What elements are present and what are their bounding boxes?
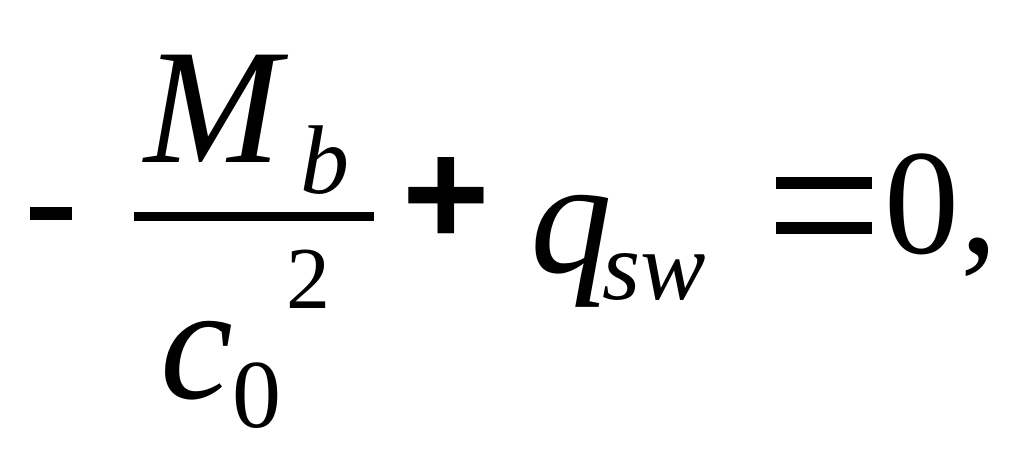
- fraction-bar: [134, 212, 374, 221]
- equals-sign-top-bar: [776, 177, 872, 189]
- q-symbol: q: [530, 127, 612, 308]
- equals-sign-bottom-bar: [776, 222, 872, 234]
- plus-sign: +: [402, 109, 490, 277]
- numerator-subscript: b: [300, 107, 349, 215]
- trailing-comma: ,: [960, 120, 998, 286]
- denominator-superscript: 2: [286, 231, 330, 328]
- rhs-zero: 0: [884, 120, 959, 286]
- denominator-subscript: 0: [232, 341, 281, 449]
- denominator-symbol: c: [160, 253, 233, 434]
- q-subscript: sw: [602, 213, 706, 321]
- minus-sign: [30, 207, 72, 220]
- numerator-symbol: M: [144, 17, 281, 198]
